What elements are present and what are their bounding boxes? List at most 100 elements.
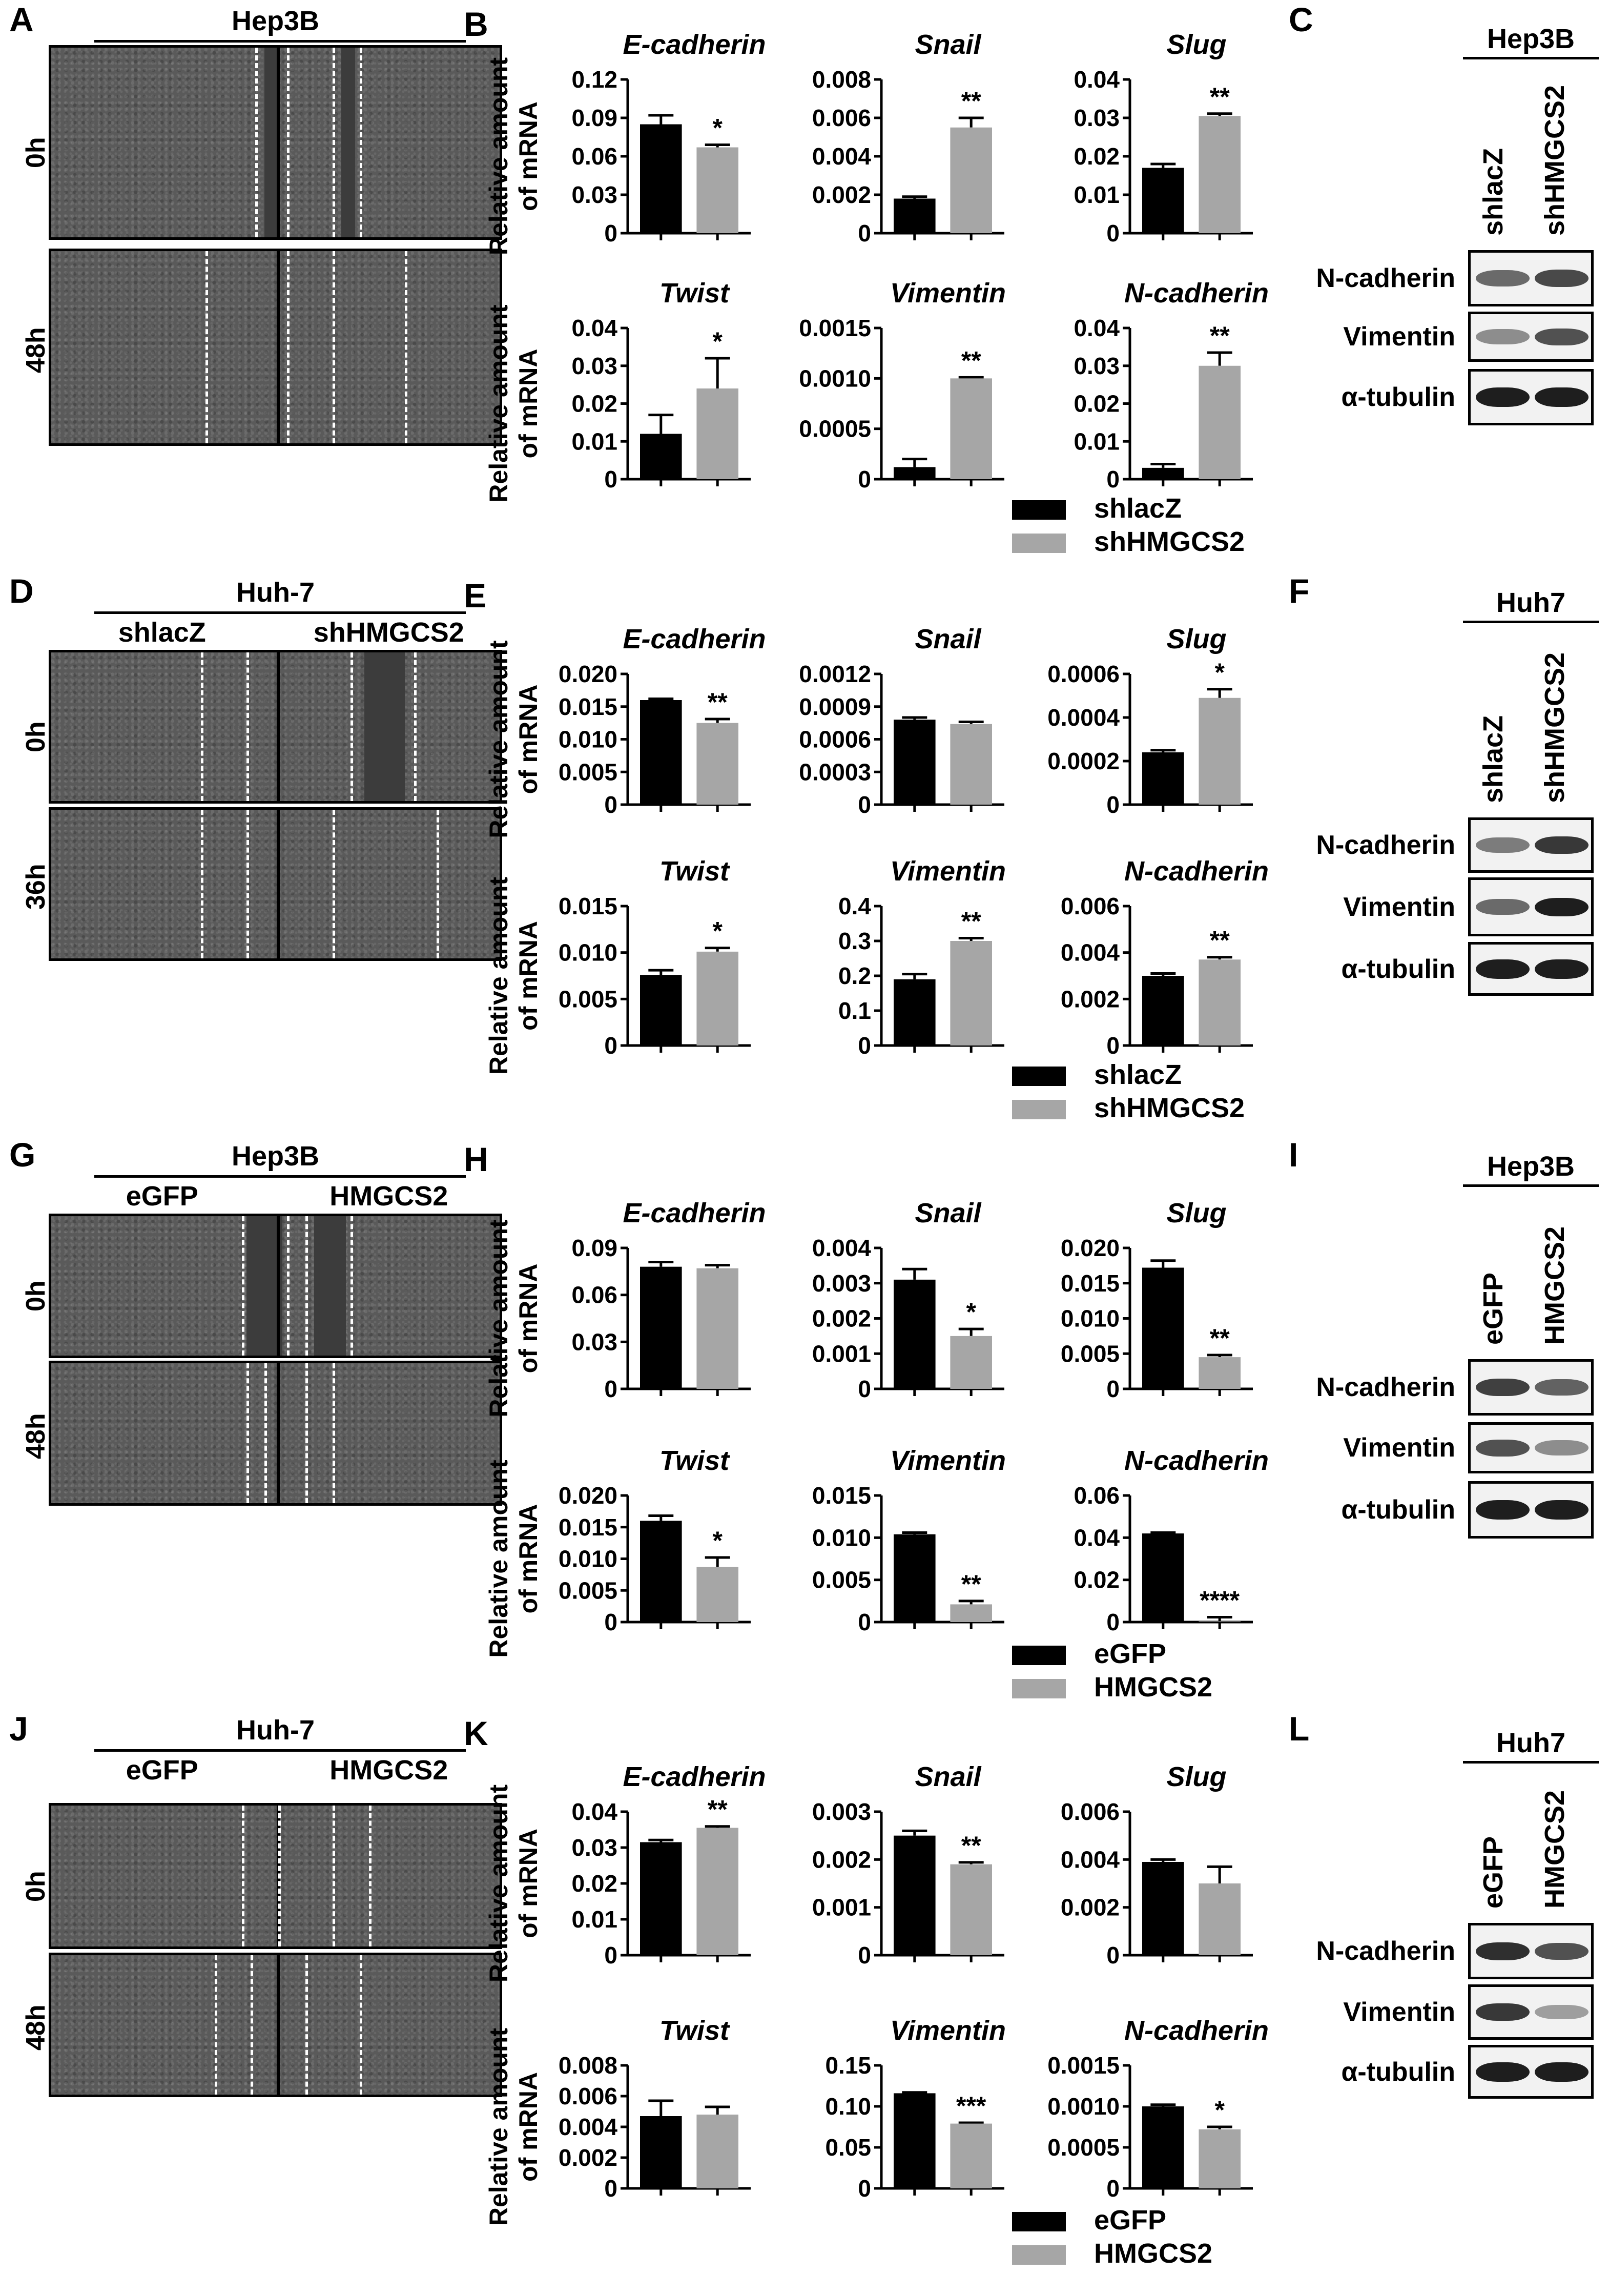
significance-marker: **** [1200, 1586, 1240, 1615]
chart-title: Vimentin [890, 278, 1006, 309]
wound-edge-line [437, 810, 440, 958]
significance-marker: ** [961, 907, 981, 936]
blot-strip [1468, 369, 1594, 425]
bar [950, 724, 992, 805]
significance-marker: * [966, 1298, 976, 1326]
header-rule [94, 40, 466, 43]
blot-strip [1468, 250, 1594, 306]
protein-label: α-tubulin [1341, 954, 1455, 984]
significance-marker: * [1214, 2096, 1225, 2124]
wound-edge-line [246, 810, 249, 958]
protein-band [1535, 1500, 1589, 1520]
y-tick-label: 0.002 [559, 2144, 617, 2171]
cell-line-label: Huh7 [1496, 1728, 1565, 1758]
bar [950, 1336, 992, 1389]
y-axis-label: Relative amountof mRNA [484, 304, 543, 503]
y-tick-label: 0.002 [812, 181, 871, 208]
protein-band [1535, 1942, 1589, 1960]
y-tick-label: 0.015 [559, 693, 617, 720]
y-tick-label: 0.10 [825, 2093, 871, 2120]
y-tick-label: 0.015 [1061, 1270, 1120, 1297]
y-tick-label: 0.004 [1061, 939, 1120, 966]
y-tick-label: 0.001 [812, 1894, 871, 1921]
y-tick-label: 0 [604, 791, 617, 818]
wound-edge-line [201, 652, 204, 801]
y-tick-label: 0 [858, 1376, 871, 1402]
scratch-gap [314, 1216, 346, 1356]
wound-edge-line [287, 1216, 290, 1356]
cell-line-label: Hep3B [1487, 1151, 1575, 1182]
bar [1199, 2129, 1241, 2188]
y-tick-label: 0.01 [571, 428, 617, 455]
y-tick-label: 0.12 [571, 66, 617, 93]
wound-edge-line [350, 652, 354, 801]
wound-edge-line [241, 1216, 244, 1356]
y-tick-label: 0.03 [571, 1834, 617, 1861]
wound-edge-line [205, 251, 208, 443]
blot-strip [1468, 942, 1594, 996]
legend-label: HMGCS2 [1094, 2238, 1212, 2269]
image-divider [276, 1216, 280, 1356]
y-tick-label: 0.005 [559, 758, 617, 785]
y-tick-label: 0.1 [838, 997, 871, 1024]
chart-title: Slug [1167, 1761, 1227, 1792]
bar [1199, 698, 1241, 805]
y-tick-label: 0.006 [1061, 1798, 1120, 1825]
bar [640, 1842, 682, 1955]
bar [696, 388, 738, 479]
chart-title: Twist [659, 856, 730, 887]
bar [640, 1266, 682, 1389]
chart-title: Vimentin [890, 856, 1006, 887]
y-tick-label: 0.0012 [799, 661, 871, 687]
chart-title: Vimentin [890, 2015, 1006, 2046]
bar [640, 975, 682, 1046]
bar [640, 700, 682, 805]
blot-strip [1468, 1359, 1594, 1416]
protein-label: Vimentin [1343, 1433, 1455, 1463]
bar [640, 1521, 682, 1622]
y-tick-label: 0 [858, 1032, 871, 1059]
y-tick-label: 0.02 [1074, 143, 1120, 170]
y-axis-label-line: Relative amount [484, 640, 513, 838]
protein-band [1476, 1500, 1530, 1520]
y-tick-label: 0 [604, 1942, 617, 1969]
cell-line-label: Hep3B [231, 6, 320, 36]
bar [950, 1604, 992, 1622]
blot-strip [1468, 1422, 1594, 1473]
y-tick-label: 0.0006 [799, 726, 871, 753]
y-tick-label: 0.015 [812, 1482, 871, 1509]
bar [1199, 1357, 1241, 1389]
y-tick-label: 0 [1106, 791, 1120, 818]
protein-band [1476, 959, 1530, 979]
bar [894, 720, 936, 805]
legend-swatch [1012, 534, 1066, 553]
protein-label: N-cadherin [1316, 1936, 1455, 1966]
protein-label: Vimentin [1343, 322, 1455, 352]
significance-marker: ** [708, 688, 728, 716]
protein-band [1535, 959, 1589, 979]
wound-edge-line [368, 1806, 372, 1946]
bar [1142, 2106, 1184, 2188]
y-tick-label: 0 [604, 220, 617, 247]
y-tick-label: 0 [1106, 220, 1120, 247]
cell-line-label: Huh-7 [236, 1715, 315, 1746]
legend-swatch [1012, 500, 1066, 520]
y-tick-label: 0.002 [812, 1305, 871, 1332]
chart-title: Slug [1167, 29, 1227, 60]
y-tick-label: 0 [858, 220, 871, 247]
bar [696, 723, 738, 805]
y-tick-label: 0 [858, 466, 871, 493]
y-tick-label: 0.005 [559, 1577, 617, 1604]
protein-label: α-tubulin [1341, 2057, 1455, 2087]
protein-band [1535, 897, 1589, 916]
y-axis-label-line: of mRNA [514, 1504, 543, 1614]
y-tick-label: 0 [604, 466, 617, 493]
bar [894, 1534, 936, 1622]
blot-strip [1468, 1984, 1594, 2040]
protein-band [1476, 837, 1530, 853]
